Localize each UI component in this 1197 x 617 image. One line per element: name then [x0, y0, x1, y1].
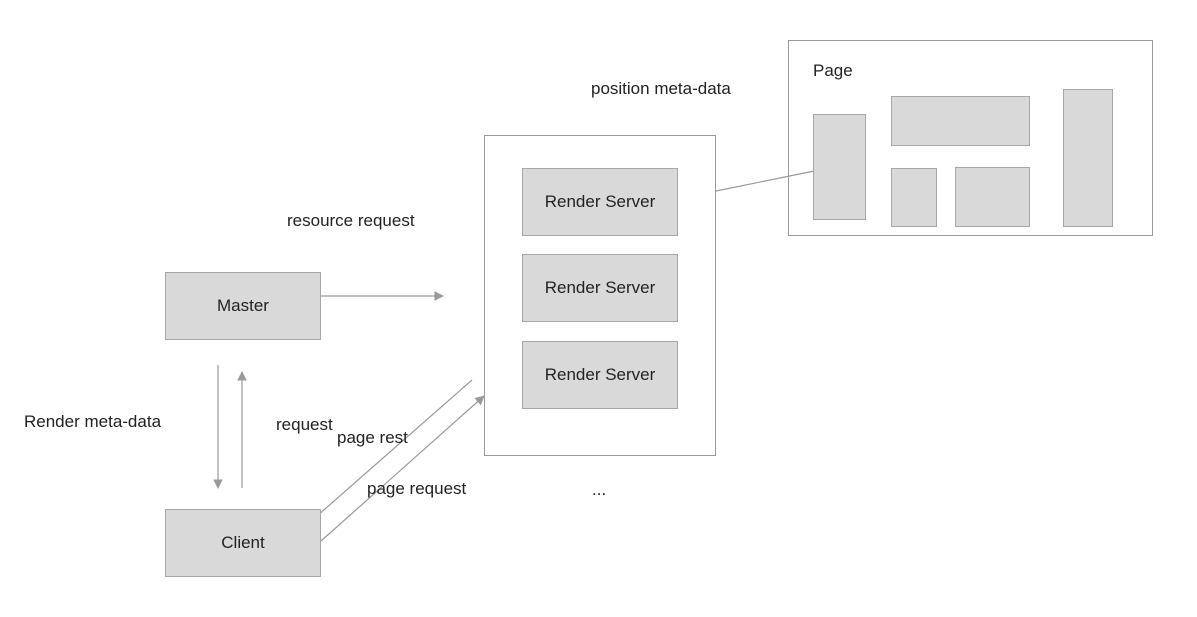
render-server-node: Render Server: [522, 168, 678, 236]
servers-to-client-arrow: [308, 379, 473, 524]
client-label: Client: [221, 533, 265, 552]
page-request-label: page request: [367, 479, 467, 498]
render-server-node: Render Server: [522, 254, 678, 322]
master-node: Master: [165, 272, 321, 340]
page-block: [813, 114, 866, 220]
render-server-node: Render Server: [522, 341, 678, 409]
master-label: Master: [217, 296, 269, 315]
page-rest-label: page rest: [337, 428, 408, 447]
page-block: [955, 167, 1030, 227]
page-title: Page: [813, 61, 853, 80]
page-block: [891, 168, 937, 227]
render-server-cluster: [484, 135, 716, 456]
client-node: Client: [165, 509, 321, 577]
render-server-label: Render Server: [544, 192, 656, 211]
client-to-servers-arrow: [320, 395, 485, 542]
resource-request-label: resource request: [287, 211, 415, 230]
render-server-label: Render Server: [544, 365, 656, 384]
page-block: [891, 96, 1030, 146]
render-server-label: Render Server: [544, 278, 656, 297]
position-meta-data-label: position meta-data: [591, 79, 731, 98]
page-block: [1063, 89, 1113, 227]
render-meta-data-label: Render meta-data: [24, 412, 162, 431]
more-servers-ellipsis: ...: [592, 480, 607, 499]
request-label: request: [276, 415, 333, 434]
page-frame: [788, 40, 1153, 236]
